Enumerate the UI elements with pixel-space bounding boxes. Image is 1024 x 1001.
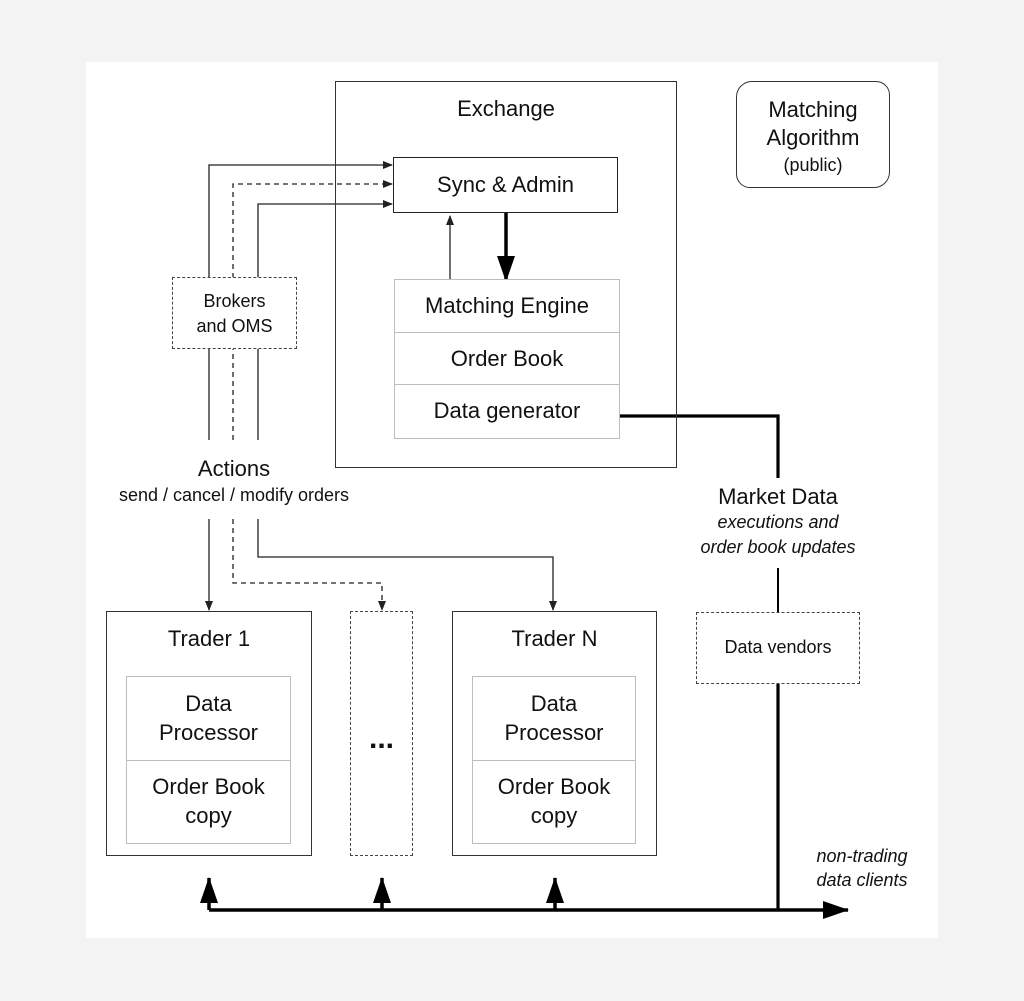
- sync-admin-box: [393, 157, 618, 213]
- matching-algorithm-line2: Algorithm: [766, 125, 860, 150]
- trader-n-order-book-copy: Order Book copy: [472, 760, 636, 844]
- trader-1-processor-line1: Data: [185, 691, 232, 717]
- market-data-title: Market Data: [718, 484, 838, 509]
- actions-subtitle: send / cancel / modify orders: [96, 485, 372, 506]
- brokers-line1: Brokers: [203, 291, 266, 311]
- actions-title: Actions: [134, 456, 334, 482]
- trader-n-processor-line2: Processor: [504, 720, 604, 745]
- trader-1-order-book-copy: Order Book copy: [126, 760, 291, 844]
- brokers-oms-box: [172, 277, 297, 349]
- data-generator-cell: Data generator: [394, 384, 620, 439]
- trader-1-data-processor: Data Processor: [126, 676, 291, 762]
- data-vendors-label: Data vendors: [724, 637, 832, 657]
- exchange-box: [335, 81, 677, 468]
- data-vendors-box: [696, 612, 860, 684]
- market-data-line1: executions and: [717, 512, 839, 532]
- market-data-line: [620, 414, 780, 910]
- matching-engine-cell: Matching Engine: [394, 279, 620, 334]
- more-traders-ellipsis: ...: [368, 722, 394, 755]
- matching-algorithm-line1: Matching: [768, 97, 858, 122]
- trader-1-book-line2: copy: [185, 803, 232, 828]
- non-trading-line2: data clients: [816, 870, 908, 890]
- trader-n-processor-line1: Data: [530, 691, 578, 717]
- more-traders-box: [350, 611, 413, 856]
- matching-algorithm-box: [736, 81, 890, 188]
- order-book-cell: Order Book: [394, 332, 620, 386]
- distribution-bus: [200, 877, 849, 919]
- trader-n-title: Trader N: [511, 626, 598, 651]
- trader-n-book-line1: Order Book: [497, 774, 611, 800]
- trader-1-book-line1: Order Book: [152, 774, 265, 800]
- brokers-line2: and OMS: [196, 316, 273, 336]
- market-data-line2: order book updates: [700, 537, 856, 557]
- trader-1-title: Trader 1: [167, 626, 251, 651]
- non-trading-line1: non-trading: [816, 846, 908, 866]
- exchange-title: Exchange: [457, 96, 555, 121]
- action-lines-to-traders: [205, 519, 557, 611]
- sync-admin-label: Sync & Admin: [437, 172, 574, 197]
- trader-1-processor-line2: Processor: [158, 720, 259, 745]
- trader-n-data-processor: Data Processor: [472, 676, 636, 762]
- matching-algorithm-line3: (public): [783, 155, 843, 175]
- trader-n-book-line2: copy: [530, 803, 578, 828]
